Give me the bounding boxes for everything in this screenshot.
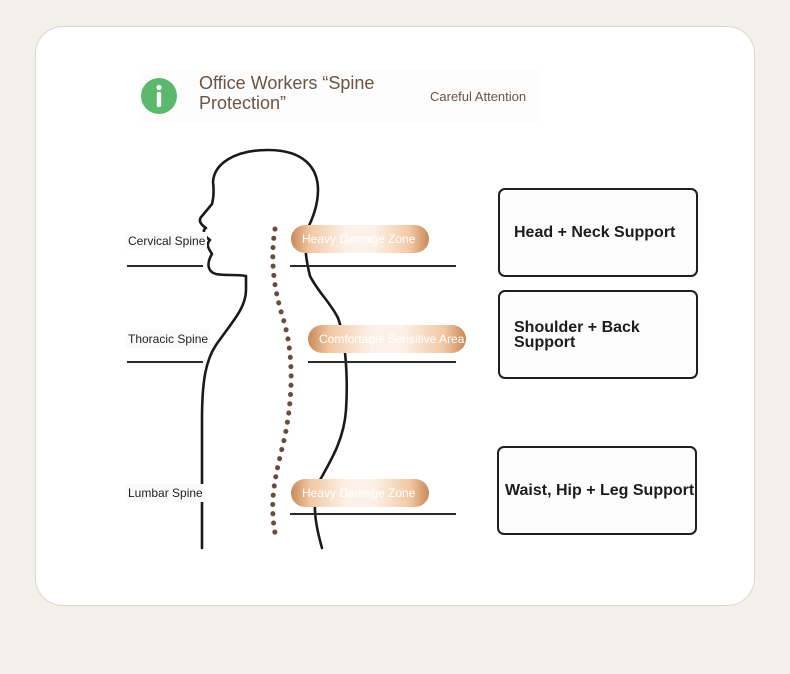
cervical-damage-zone: Heavy Damage Zone [291,225,429,253]
thoracic-sensitive-area: Comfortable Sensitive Area [308,325,466,353]
spine-dotted-line [270,226,294,541]
head-neck-support-box: Head + Neck Support [498,188,698,277]
body-front-outline [198,148,340,550]
cervical-left-line [127,265,203,267]
thoracic-right-line [308,361,456,363]
lumbar-right-line [290,513,456,515]
lumbar-spine-label: Lumbar Spine [126,484,205,502]
waist-hip-leg-support-label: Waist, Hip + Leg Support [505,482,695,499]
header-bar [140,70,540,122]
head-neck-support-label: Head + Neck Support [514,224,676,241]
body-back-outline [313,316,349,550]
waist-hip-leg-support-box: Waist, Hip + Leg Support [497,446,697,535]
cervical-right-line [290,265,456,267]
shoulder-back-support-box: Shoulder + Back Support [498,290,698,379]
shoulder-back-support-label: Shoulder + Back Support [514,318,640,351]
info-icon [141,78,177,114]
cervical-spine-label: Cervical Spine [126,232,208,250]
thoracic-left-line [127,361,203,363]
lumbar-damage-zone: Heavy Damage Zone [291,479,429,507]
page-subtitle: Careful Attention [430,89,527,104]
page-title: Office Workers “Spine Protection” [199,73,375,113]
thoracic-spine-label: Thoracic Spine [126,330,211,348]
